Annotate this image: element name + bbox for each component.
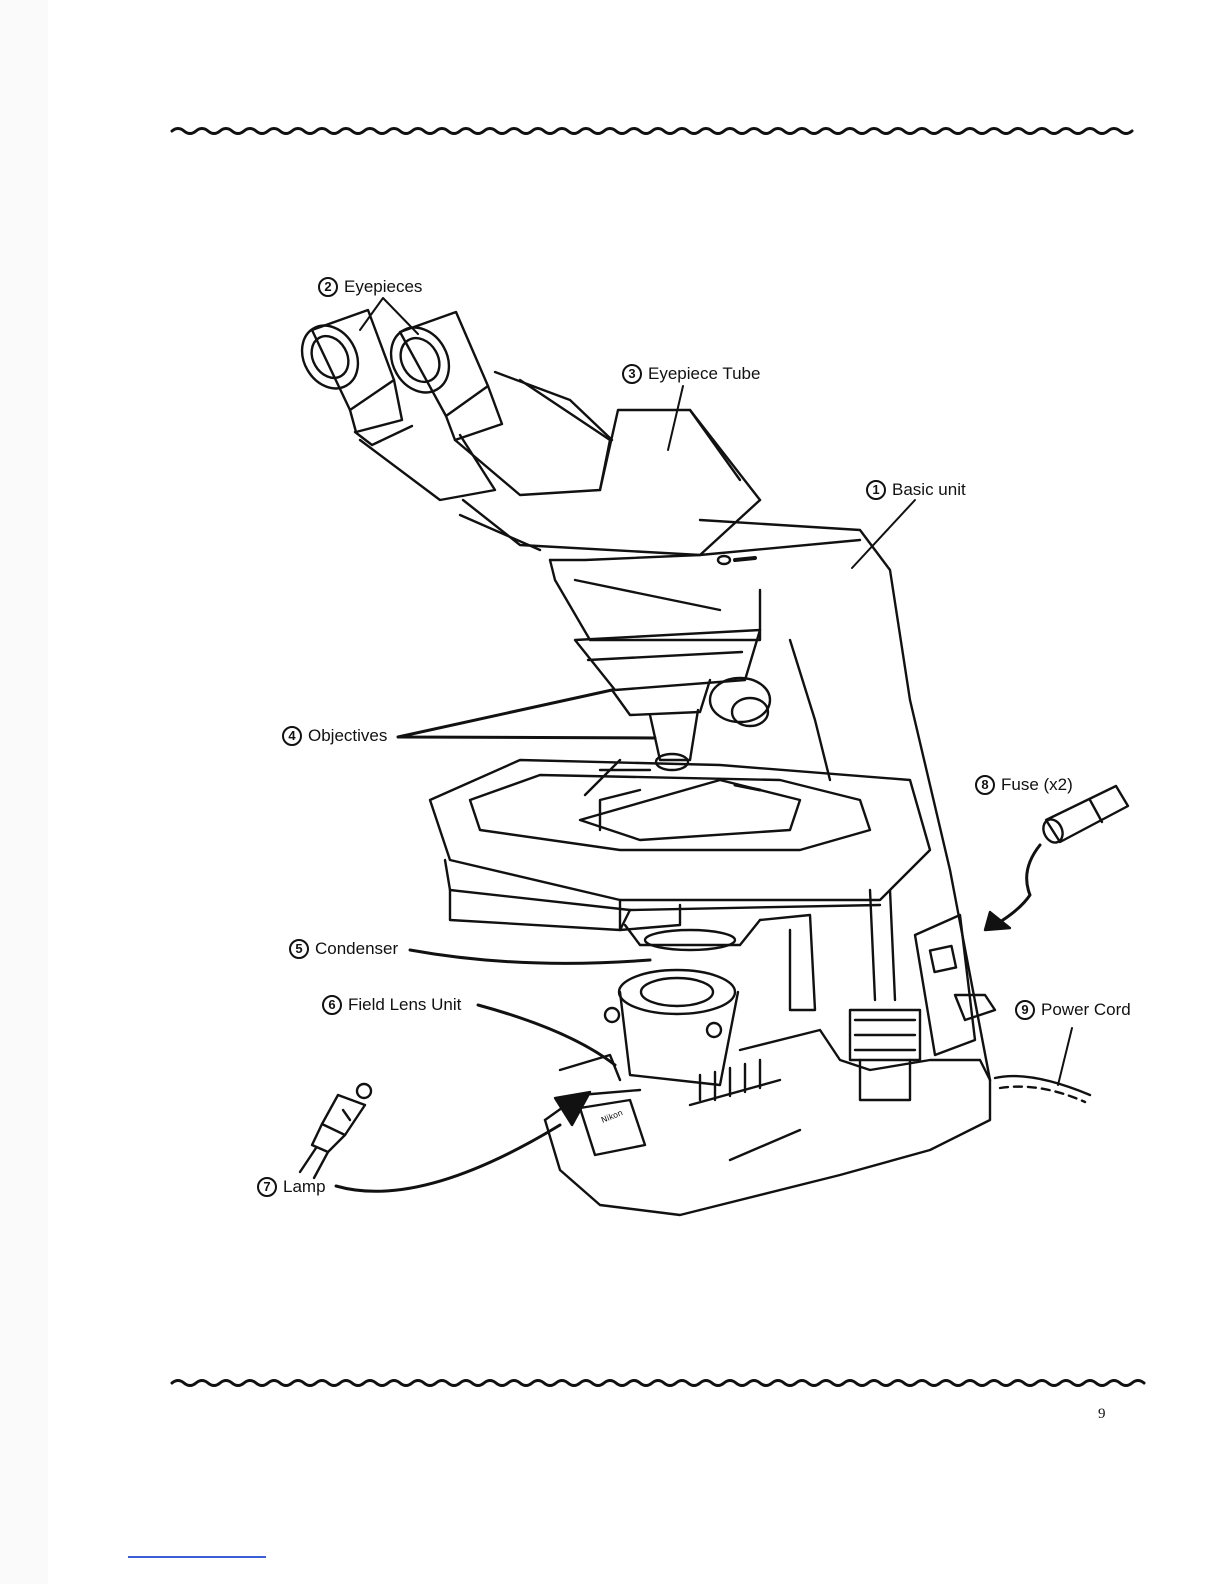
condenser [625, 915, 815, 1010]
badge-6: 6 [322, 995, 342, 1015]
nosepiece [575, 630, 770, 770]
label-field-lens-unit: 6 Field Lens Unit [322, 995, 461, 1015]
power-cord [995, 1076, 1090, 1095]
page-number: 9 [1098, 1406, 1106, 1423]
label-lamp: 7 Lamp [257, 1177, 326, 1197]
power-switch-panel [915, 915, 995, 1055]
fuse-arrowhead [985, 912, 1010, 930]
leader-eyepiece-tube [668, 386, 683, 450]
badge-9: 9 [1015, 1000, 1035, 1020]
base [545, 1030, 990, 1215]
leader-field-lens [478, 1005, 615, 1065]
label-objectives: 4 Objectives [282, 726, 387, 746]
leader-condenser [410, 950, 650, 963]
label-text-objectives: Objectives [308, 726, 387, 746]
leader-lamp [336, 1125, 560, 1191]
eyepiece-tube [360, 372, 760, 555]
label-text-condenser: Condenser [315, 939, 398, 959]
badge-7: 7 [257, 1177, 277, 1197]
label-text-lamp: Lamp [283, 1177, 326, 1197]
label-text-field-lens-unit: Field Lens Unit [348, 995, 461, 1015]
stage [430, 760, 930, 930]
eyepiece-left [291, 310, 412, 445]
label-condenser: 5 Condenser [289, 939, 398, 959]
label-text-power-cord: Power Cord [1041, 1000, 1131, 1020]
label-text-basic-unit: Basic unit [892, 480, 966, 500]
label-text-fuse: Fuse (x2) [1001, 775, 1073, 795]
badge-1: 1 [866, 480, 886, 500]
badge-5: 5 [289, 939, 309, 959]
label-text-eyepieces: Eyepieces [344, 277, 422, 297]
top-wavy-border [172, 129, 1132, 134]
label-basic-unit: 1 Basic unit [866, 480, 966, 500]
badge-2: 2 [318, 277, 338, 297]
bottom-wavy-border [172, 1381, 1144, 1386]
fuse-arrow [995, 845, 1040, 925]
label-text-eyepiece-tube: Eyepiece Tube [648, 364, 760, 384]
scan-artifact-line [128, 1556, 266, 1558]
badge-3: 3 [622, 364, 642, 384]
leader-power-cord [1058, 1028, 1072, 1085]
badge-8: 8 [975, 775, 995, 795]
field-lens-unit [605, 970, 738, 1085]
badge-4: 4 [282, 726, 302, 746]
label-power-cord: 9 Power Cord [1015, 1000, 1131, 1020]
leader-basic-unit [852, 500, 915, 568]
label-eyepiece-tube: 3 Eyepiece Tube [622, 364, 760, 384]
lamp-bulb [300, 1084, 371, 1178]
label-fuse: 8 Fuse (x2) [975, 775, 1073, 795]
leader-lines [336, 298, 1072, 1191]
label-eyepieces: 2 Eyepieces [318, 277, 422, 297]
